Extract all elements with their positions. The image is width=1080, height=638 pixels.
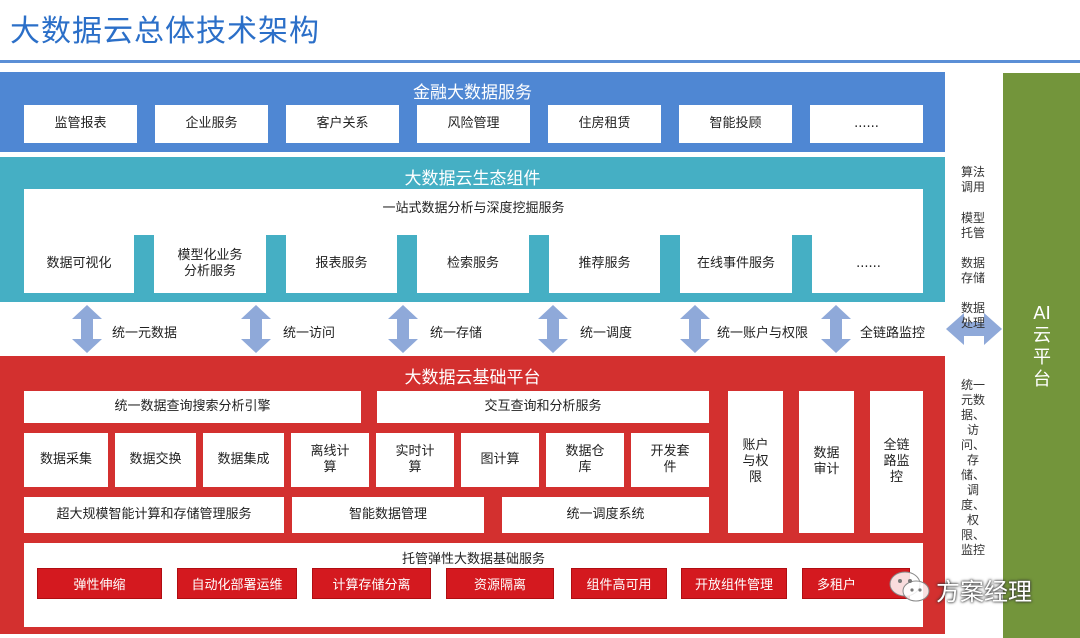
ai-platform-label: AI云平台 <box>1033 303 1051 390</box>
ecosystem-item: 在线事件服务 <box>696 256 775 271</box>
module-box: 数据采集 <box>24 433 108 487</box>
wechat-icon <box>888 568 932 606</box>
finance-header: 金融大数据服务 <box>413 83 532 103</box>
module-box: 数据交换 <box>115 433 196 487</box>
hosting-header: 托管弹性大数据基础服务 <box>401 552 545 567</box>
right-box: 全链路监控 <box>870 391 923 533</box>
link-label: 统一访问 <box>283 326 336 341</box>
finance-services-band: 金融大数据服务 监管报表 企业服务 客户关系 风险管理 住房租赁 智能投顾 ..… <box>0 72 945 152</box>
ai-platform-column: AI云平台 <box>1003 73 1080 638</box>
finance-item: 客户关系 <box>286 105 399 143</box>
arrow-icon <box>241 305 271 353</box>
row3-box: 超大规模智能计算和存储管理服务 <box>24 497 284 533</box>
module-box: 图计算 <box>461 433 539 487</box>
side-caption: 模型托管 <box>960 211 985 240</box>
ecosystem-band: 大数据云生态组件 一站式数据分析与深度挖掘服务 数据可视化 模型化业务 分析服务… <box>0 157 945 302</box>
base-platform-band: 大数据云基础平台 统一数据查询搜索分析引擎 交互查询和分析服务 数据采集 数据交… <box>0 356 945 634</box>
finance-item: 住房租赁 <box>548 105 661 143</box>
module-box: 数据集成 <box>203 433 284 487</box>
finance-item: 监管报表 <box>24 105 137 143</box>
side-caption: 数据存储 <box>960 256 985 285</box>
ecosystem-connector <box>397 235 417 293</box>
base-header: 大数据云基础平台 <box>404 368 541 388</box>
ecosystem-item: 检索服务 <box>446 256 499 271</box>
hosting-item: 自动化部署运维 <box>177 568 297 599</box>
module-box: 实时计算 <box>376 433 454 487</box>
arrow-icon <box>821 305 851 353</box>
right-box: 数据审计 <box>799 391 854 533</box>
link-label: 统一存储 <box>430 326 483 341</box>
ecosystem-item: ...... <box>856 256 881 271</box>
title-divider <box>0 60 1080 63</box>
hosting-item: 资源隔离 <box>446 568 554 599</box>
page-title: 大数据云总体技术架构 <box>10 14 320 49</box>
right-box: 账户与权限 <box>728 391 783 533</box>
arrow-icon <box>538 305 568 353</box>
ecosystem-item: 数据可视化 <box>46 256 112 271</box>
query-engine-box: 统一数据查询搜索分析引擎 <box>24 391 361 423</box>
horizontal-arrow-icon <box>946 313 1002 345</box>
ecosystem-item: 报表服务 <box>315 256 368 271</box>
ecosystem-connector <box>660 235 680 293</box>
ecosystem-connector <box>529 235 549 293</box>
side-caption: 数据处理 <box>960 301 985 330</box>
watermark-text: 方案经理 <box>936 578 1032 606</box>
link-label: 统一元数据 <box>112 326 178 341</box>
arrow-icon <box>680 305 710 353</box>
side-caption: 算法调用 <box>960 165 985 194</box>
finance-item: 智能投顾 <box>679 105 792 143</box>
hosting-item: 计算存储分离 <box>312 568 431 599</box>
hosting-item: 组件高可用 <box>571 568 667 599</box>
row3-box: 统一调度系统 <box>502 497 709 533</box>
hosting-item: 开放组件管理 <box>681 568 787 599</box>
link-label: 全链路监控 <box>860 326 926 341</box>
finance-item: 企业服务 <box>155 105 268 143</box>
link-label: 统一账户与权限 <box>717 326 809 341</box>
module-box: 开发套件 <box>631 433 709 487</box>
ecosystem-panel <box>24 189 923 293</box>
module-box: 数据仓库 <box>546 433 624 487</box>
arrow-icon <box>72 305 102 353</box>
hosting-item: 弹性伸缩 <box>37 568 162 599</box>
ecosystem-item: 推荐服务 <box>578 256 631 271</box>
row3-box: 智能数据管理 <box>292 497 484 533</box>
module-box: 离线计算 <box>291 433 369 487</box>
ecosystem-item: 模型化业务 分析服务 <box>177 248 243 279</box>
ecosystem-header: 大数据云生态组件 <box>404 169 541 189</box>
ecosystem-connector <box>266 235 286 293</box>
arrow-icon <box>388 305 418 353</box>
link-arrows <box>72 305 1002 353</box>
ecosystem-connector <box>134 235 154 293</box>
finance-item: 风险管理 <box>417 105 530 143</box>
finance-item: ...... <box>810 105 923 143</box>
ecosystem-subheader: 一站式数据分析与深度挖掘服务 <box>382 201 565 216</box>
link-label: 统一调度 <box>580 326 633 341</box>
side-unified-caption: 统一元数据、访问、存储、调度、权限、监控 <box>960 378 985 557</box>
interactive-query-box: 交互查询和分析服务 <box>377 391 709 423</box>
ecosystem-connector <box>792 235 812 293</box>
